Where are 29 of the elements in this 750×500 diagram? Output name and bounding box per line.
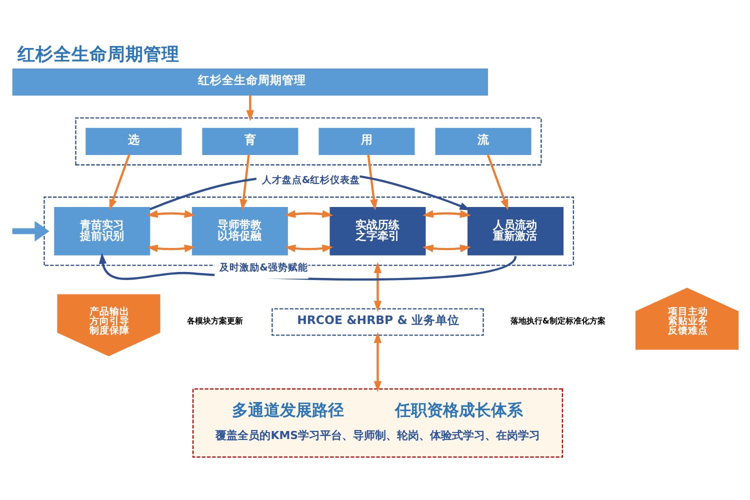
node-box: 实战历练之字牵引 bbox=[330, 206, 426, 255]
node-box: 选 bbox=[86, 127, 182, 154]
edge-label: 及时激励&强势赋能 bbox=[220, 262, 308, 273]
arrow bbox=[284, 244, 334, 252]
edge-label: 人才盘点&红杉仪表盘 bbox=[262, 174, 360, 186]
arrow bbox=[422, 244, 472, 252]
node-box: 用 bbox=[318, 127, 415, 154]
node-box: 导师带教以培促融 bbox=[192, 206, 288, 255]
arrow bbox=[240, 154, 250, 210]
cluster bbox=[75, 116, 542, 165]
node-box: 育 bbox=[202, 127, 298, 154]
arrow bbox=[109, 154, 130, 210]
arrow bbox=[146, 210, 196, 218]
diagram-title: 红杉全生命周期管理 bbox=[18, 44, 180, 65]
arrow bbox=[246, 94, 254, 121]
node-box: 红杉全生命周期管理 bbox=[12, 68, 488, 96]
arrow bbox=[374, 261, 382, 312]
arrow bbox=[284, 210, 334, 218]
node-box: 青苗实习提前识别 bbox=[54, 206, 150, 255]
arrow bbox=[486, 154, 508, 210]
arrow bbox=[367, 154, 378, 210]
arrow bbox=[374, 331, 382, 392]
node-box: HRCOE &HRBP & 业务单位 bbox=[272, 308, 484, 336]
arrow bbox=[12, 220, 50, 241]
node-box: 人员流动重新激活 bbox=[468, 206, 564, 255]
arrow bbox=[146, 244, 196, 252]
node-box: 流 bbox=[435, 127, 532, 154]
node-box: 多通道发展路径 任职资格成长体系 覆盖全员的KMS学习平台、导师制、轮岗、体验式学习、在岗学习 bbox=[192, 388, 564, 458]
arrow bbox=[422, 210, 472, 218]
